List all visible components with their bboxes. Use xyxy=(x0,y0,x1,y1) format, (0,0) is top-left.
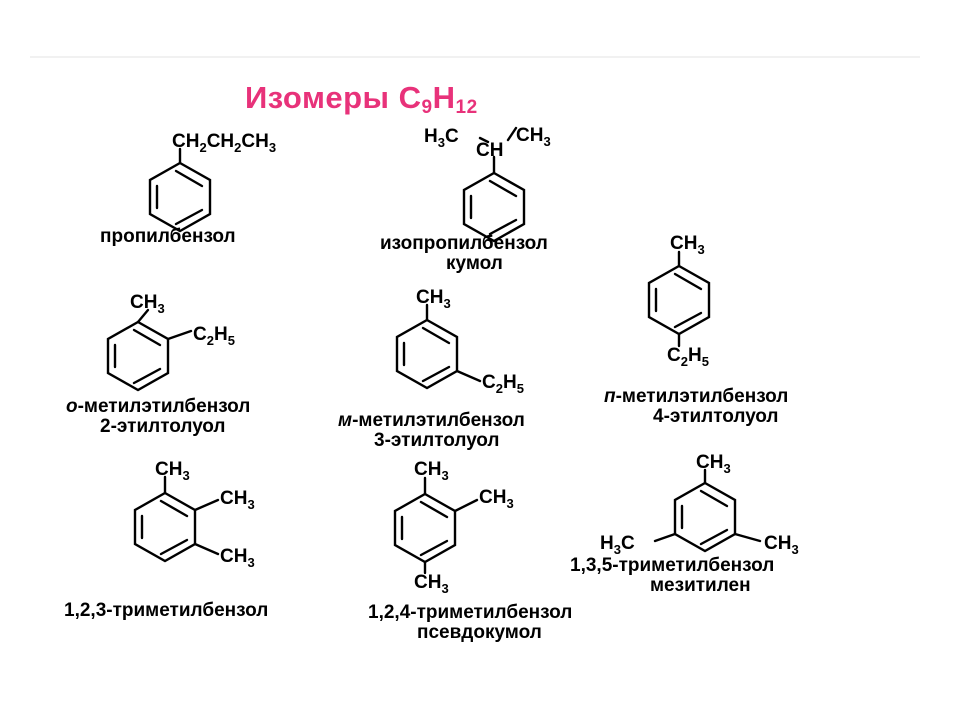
mesitylene-systematic-name: 1,3,5-триметилбензол xyxy=(570,555,775,576)
o-methyl-label: CH3 xyxy=(130,292,165,316)
mesitylene-top-methyl-label: CH3 xyxy=(696,452,731,476)
m-methyl-label: CH3 xyxy=(416,287,451,311)
p-ethyl-label: C2H5 xyxy=(667,345,709,369)
benzene-ring xyxy=(462,126,526,243)
m-methylethylbenzene-name: м-метилэтилбензол xyxy=(338,410,525,431)
cumene-right-methyl-label: CH3 xyxy=(516,125,551,149)
cumene-common-name: кумол xyxy=(446,253,503,274)
cumene-left-methyl-label: H3C xyxy=(424,126,459,150)
top-rule xyxy=(30,56,920,58)
m-methylethylbenzene-alt-name: 3-этилтолуол xyxy=(374,430,500,451)
mesitylene-right-methyl-label: CH3 xyxy=(764,533,799,557)
trimethylbenzene-123-name: 1,2,3-триметилбензол xyxy=(64,600,269,621)
mesitylene-name: мезитилен xyxy=(650,575,751,596)
p-methylethylbenzene-name: п-метилэтилбензол xyxy=(604,386,789,407)
benzene-ring xyxy=(148,147,212,233)
benzene-ring xyxy=(395,303,482,390)
benzene-ring xyxy=(653,468,762,553)
trimethylbenzene-124-name: 1,2,4-триметилбензол xyxy=(368,602,573,623)
benzene-ring xyxy=(393,476,479,575)
p-methyl-label: CH3 xyxy=(670,233,705,257)
trimethylbenzene-124-common-name: псевдокумол xyxy=(417,622,542,643)
propylbenzene-name: пропилбензол xyxy=(100,226,236,247)
cumene-ch-label: CH xyxy=(476,140,503,161)
benzene-ring xyxy=(106,308,193,392)
methyl-1-label: CH3 xyxy=(414,459,449,483)
cumene-name: изопропилбензол xyxy=(380,233,548,254)
methyl-2-label: CH3 xyxy=(479,487,514,511)
mesitylene-left-methyl-label: H3C xyxy=(600,533,635,557)
m-ethyl-label: C2H5 xyxy=(482,372,524,396)
p-methylethylbenzene-alt-name: 4-этилтолуол xyxy=(653,406,779,427)
methyl-4-label: CH3 xyxy=(414,572,449,596)
slide-title: Изомеры C9H12 xyxy=(245,80,478,118)
methyl-2-label: CH3 xyxy=(220,488,255,512)
propyl-chain-label: CH2CH2CH3 xyxy=(172,131,276,155)
methyl-3-label: CH3 xyxy=(220,546,255,570)
methyl-1-label: CH3 xyxy=(155,459,190,483)
o-methylethylbenzene-name: о-метилэтилбензол xyxy=(66,396,251,417)
o-methylethylbenzene-alt-name: 2-этилтолуол xyxy=(100,416,226,437)
benzene-ring xyxy=(647,250,711,348)
benzene-ring xyxy=(133,475,220,563)
o-ethyl-label: C2H5 xyxy=(193,324,235,348)
